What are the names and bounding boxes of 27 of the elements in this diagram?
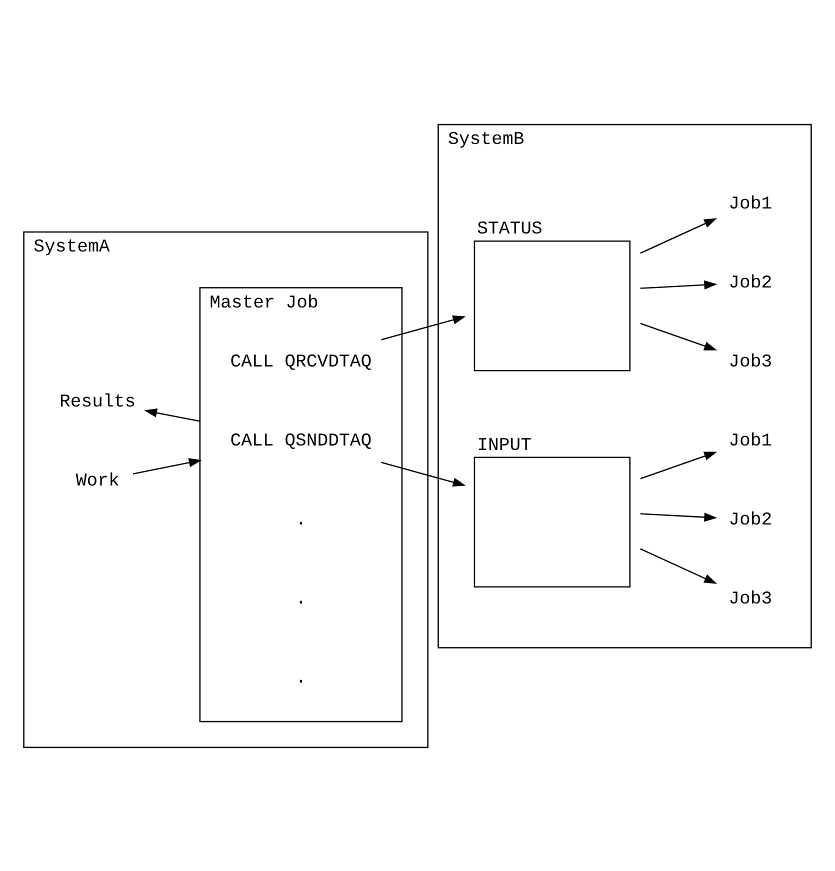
node-text: Job3 (728, 588, 772, 609)
arrow (132, 458, 202, 474)
label: . (296, 668, 306, 688)
node-text: CALL QSNDDTAQ (230, 430, 372, 451)
node-text: Work (76, 470, 120, 491)
node-label: INPUT (477, 435, 532, 456)
node-box (474, 456, 631, 588)
node-text: Job2 (728, 510, 772, 530)
arrow (640, 512, 718, 522)
arrow (640, 218, 718, 254)
node-text: Job2 (728, 272, 772, 293)
arrow (144, 408, 200, 422)
arrow (381, 461, 466, 486)
node-text: CALL QRCVDTAQ (230, 352, 372, 372)
node-box (474, 240, 631, 371)
arrow (640, 548, 718, 584)
arrow (381, 314, 466, 340)
node-text: Job3 (728, 352, 772, 372)
label: . (296, 588, 306, 609)
arrow (640, 280, 718, 289)
label: . (296, 510, 306, 530)
arrow (640, 451, 718, 479)
arrow (640, 322, 718, 350)
node-text: Results (60, 392, 136, 412)
node-text: Job1 (728, 194, 772, 214)
node-text: Job1 (728, 430, 772, 451)
node-label: STATUS (477, 219, 542, 240)
